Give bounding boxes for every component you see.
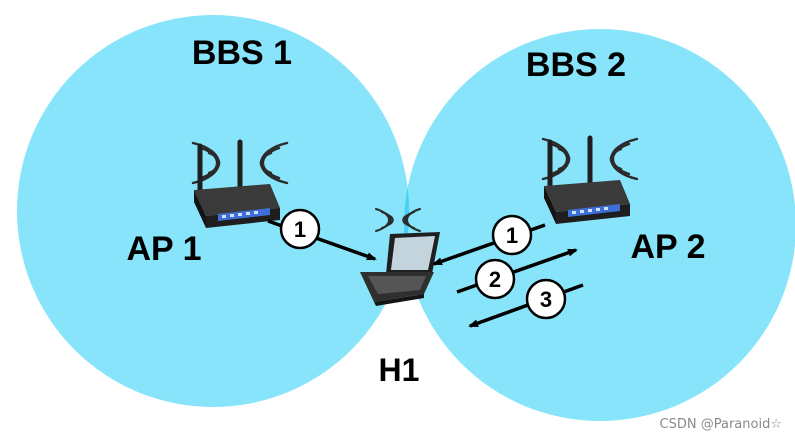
ap2-label: AP 2 <box>631 228 706 266</box>
csdn-watermark: CSDN @Paranoid☆ <box>660 417 782 432</box>
step-number: 1 <box>506 223 518 248</box>
step-badge-ap2-to-h1: 1 <box>491 214 533 256</box>
ap1-router-icon <box>191 139 289 228</box>
h1-laptop-icon <box>360 208 440 306</box>
step-badge-ap1-to-h1: 1 <box>279 208 321 250</box>
ap1-label: AP 1 <box>127 230 202 268</box>
h1-label: H1 <box>379 352 420 388</box>
step-number: 3 <box>540 287 552 312</box>
bbs2-label: BBS 2 <box>526 46 626 84</box>
step-badge-ap2-reply: 3 <box>525 278 567 320</box>
step-number: 1 <box>294 217 306 242</box>
step-number: 2 <box>489 267 501 292</box>
step-badge-h1-to-ap2: 2 <box>474 258 516 300</box>
ap2-router-icon <box>541 135 639 224</box>
bbs1-label: BBS 1 <box>192 34 292 72</box>
bss2-coverage-area <box>404 29 795 421</box>
